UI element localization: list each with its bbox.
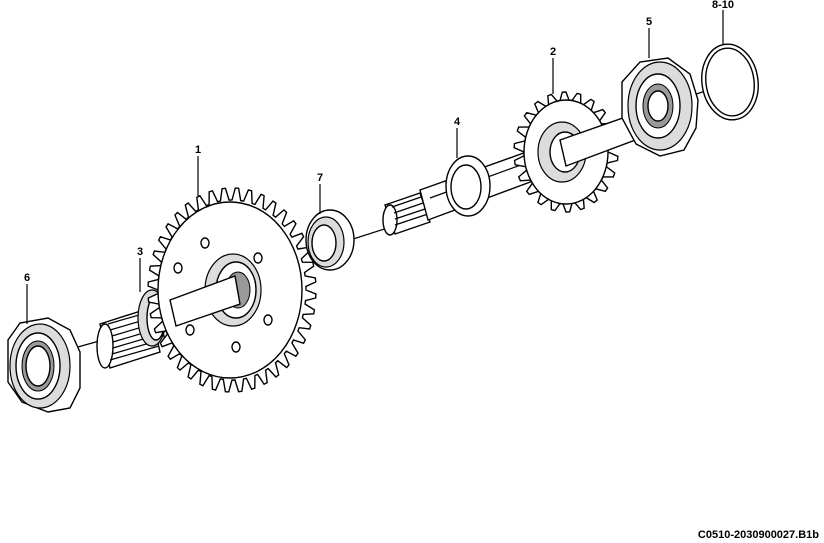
part-4-washer <box>445 155 491 217</box>
callout-3: 3 <box>137 246 143 258</box>
callout-1: 1 <box>195 144 201 156</box>
part-7-seal <box>305 209 355 271</box>
part-2-small-gear <box>513 91 647 213</box>
callout-4: 4 <box>454 116 461 128</box>
part-8-10-shim <box>701 43 759 121</box>
part-5-bearing <box>621 57 699 157</box>
callout-8-10: 8-10 <box>712 0 734 11</box>
reference-code: C0510-2030900027.B1b <box>698 529 819 541</box>
part-1-large-gear <box>147 187 317 393</box>
callout-7: 7 <box>317 172 323 184</box>
callout-2: 2 <box>550 46 556 58</box>
callout-5: 5 <box>646 16 652 28</box>
part-6-bearing <box>7 317 81 413</box>
callout-6: 6 <box>24 272 30 284</box>
